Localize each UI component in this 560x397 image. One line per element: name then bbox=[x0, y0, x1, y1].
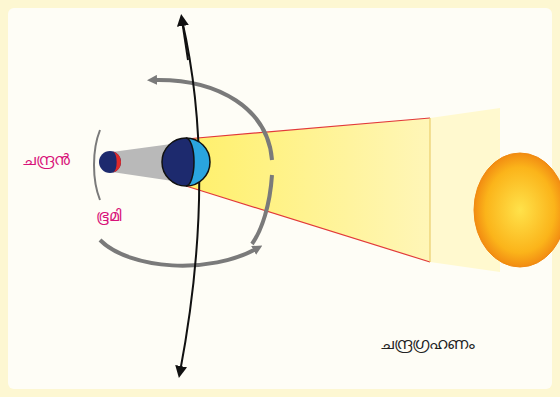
sun bbox=[474, 153, 560, 267]
earth-outline bbox=[162, 138, 210, 186]
earth bbox=[162, 138, 210, 186]
orbit-arrowhead bbox=[182, 20, 188, 60]
orbit-arc bbox=[252, 175, 272, 244]
earth-orbit bbox=[180, 20, 199, 372]
light-cone bbox=[186, 118, 430, 262]
earth-label: ഭൂമി bbox=[96, 206, 121, 225]
panel bbox=[8, 8, 552, 389]
orbit-arrow bbox=[100, 240, 258, 266]
ray bbox=[186, 186, 430, 262]
ray bbox=[186, 118, 430, 139]
moon bbox=[99, 151, 121, 173]
moon-lit bbox=[113, 151, 121, 172]
caption-label: ചന്ദ്രഗ്രഹണം bbox=[380, 334, 475, 353]
moon-orbit bbox=[94, 130, 100, 200]
cone-edge bbox=[430, 118, 431, 262]
terminator bbox=[186, 138, 194, 186]
moon-label: ചന്ദ്രൻ bbox=[22, 150, 70, 169]
earth-night bbox=[162, 138, 194, 186]
